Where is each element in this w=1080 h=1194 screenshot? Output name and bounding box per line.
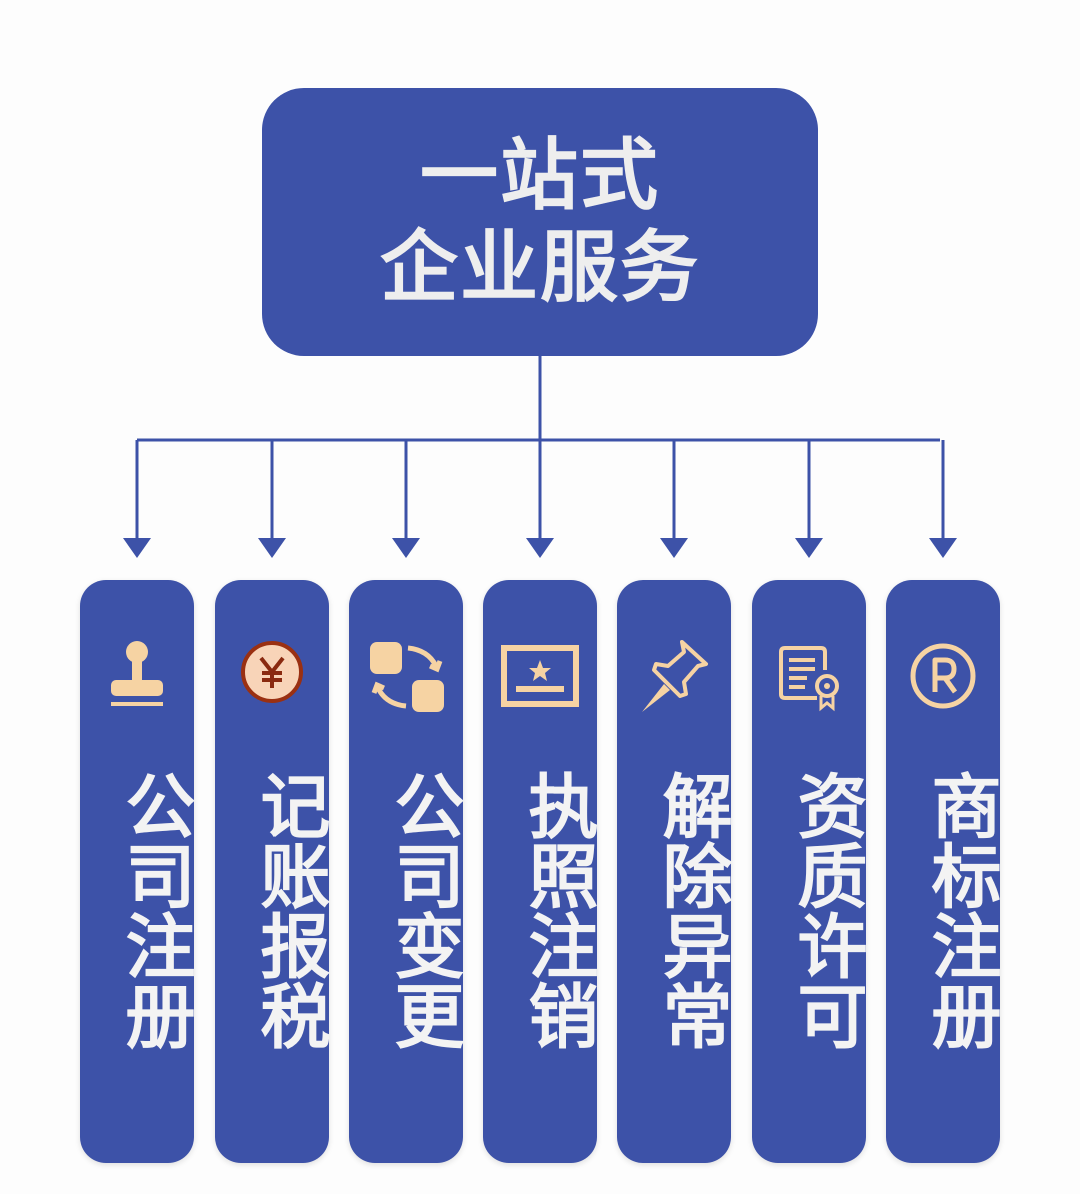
- license-icon: [501, 645, 579, 707]
- service-card-company-change[interactable]: 公司变更: [349, 580, 465, 1163]
- service-label: 商标注册: [920, 770, 1002, 1050]
- service-label: 记账报税: [249, 770, 331, 1050]
- service-card-license-cancellation[interactable]: 执照注销: [483, 580, 599, 1163]
- root-title-line1: 一站式: [419, 131, 660, 221]
- service-card-qualification-permit[interactable]: 资质许可: [752, 580, 868, 1163]
- arrow-head-icon: [258, 538, 286, 558]
- arrow-head-icon: [123, 538, 151, 558]
- registered-trademark-icon: [910, 643, 976, 709]
- connectors: [123, 356, 957, 558]
- service-card-trademark-registration[interactable]: 商标注册: [886, 580, 1002, 1163]
- arrow-head-icon: [929, 538, 957, 558]
- yuan-coin-icon: [241, 641, 303, 703]
- service-card-bookkeeping-tax[interactable]: 记账报税: [215, 580, 331, 1163]
- swap-icon: [370, 642, 444, 712]
- root-node: 一站式 企业服务: [262, 88, 818, 356]
- arrow-head-icon: [392, 538, 420, 558]
- service-label: 公司注册: [114, 770, 196, 1050]
- arrow-head-icon: [795, 538, 823, 558]
- service-label: 资质许可: [786, 770, 868, 1050]
- service-label: 执照注销: [517, 770, 599, 1050]
- root-title-line2: 企业服务: [379, 223, 700, 313]
- certificate-icon: [779, 646, 839, 712]
- service-card-company-registration[interactable]: 公司注册: [80, 580, 196, 1163]
- pushpin-icon: [642, 640, 708, 712]
- service-label: 解除异常: [651, 770, 733, 1050]
- arrow-head-icon: [526, 538, 554, 558]
- service-label: 公司变更: [383, 770, 465, 1050]
- arrow-head-icon: [660, 538, 688, 558]
- stamp-icon: [111, 641, 163, 706]
- service-card-remove-abnormal[interactable]: 解除异常: [617, 580, 733, 1163]
